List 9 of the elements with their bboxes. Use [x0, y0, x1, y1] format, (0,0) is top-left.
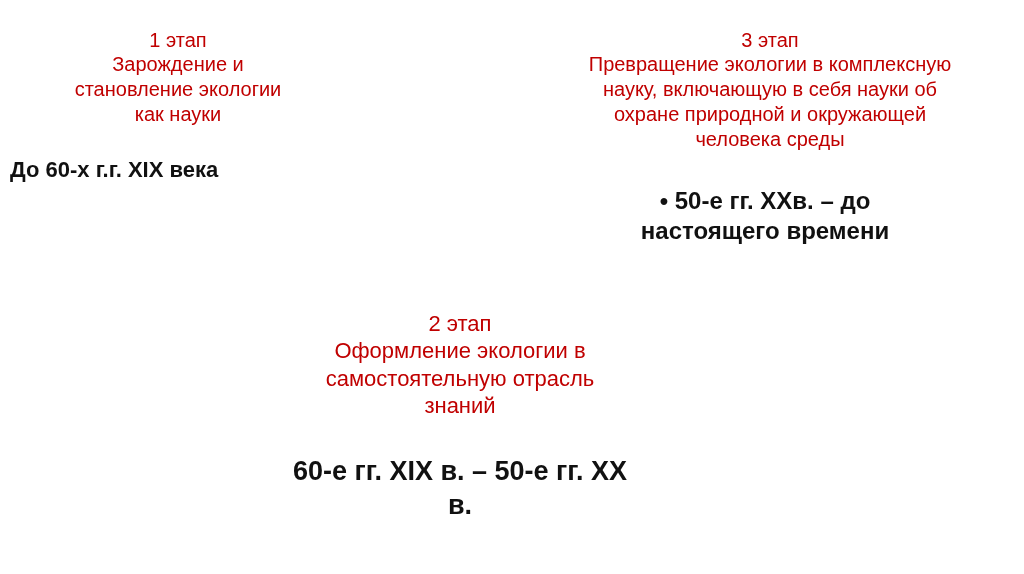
period-text: До 60-х г.г. XIX века: [10, 156, 220, 184]
stage-title: Оформление экологии в самостоятельную отрасль знаний: [324, 337, 596, 420]
stage-number: 2 этап: [427, 310, 493, 338]
stage-title: Превращение экологии в комплексную науку, включающую в себя науки об охране природной и окружающей человека среды: [587, 52, 953, 152]
stage-number: 1 этап: [148, 28, 208, 53]
stage-title: Зарождение и становление экологии как науки: [73, 52, 283, 127]
period-text: 60-е гг. XIX в. – 50-е гг. XX в.: [292, 455, 628, 522]
stage-number: 3 этап: [740, 28, 800, 53]
period-text: • 50-е гг. XXв. – до настоящего времени: [639, 186, 891, 246]
